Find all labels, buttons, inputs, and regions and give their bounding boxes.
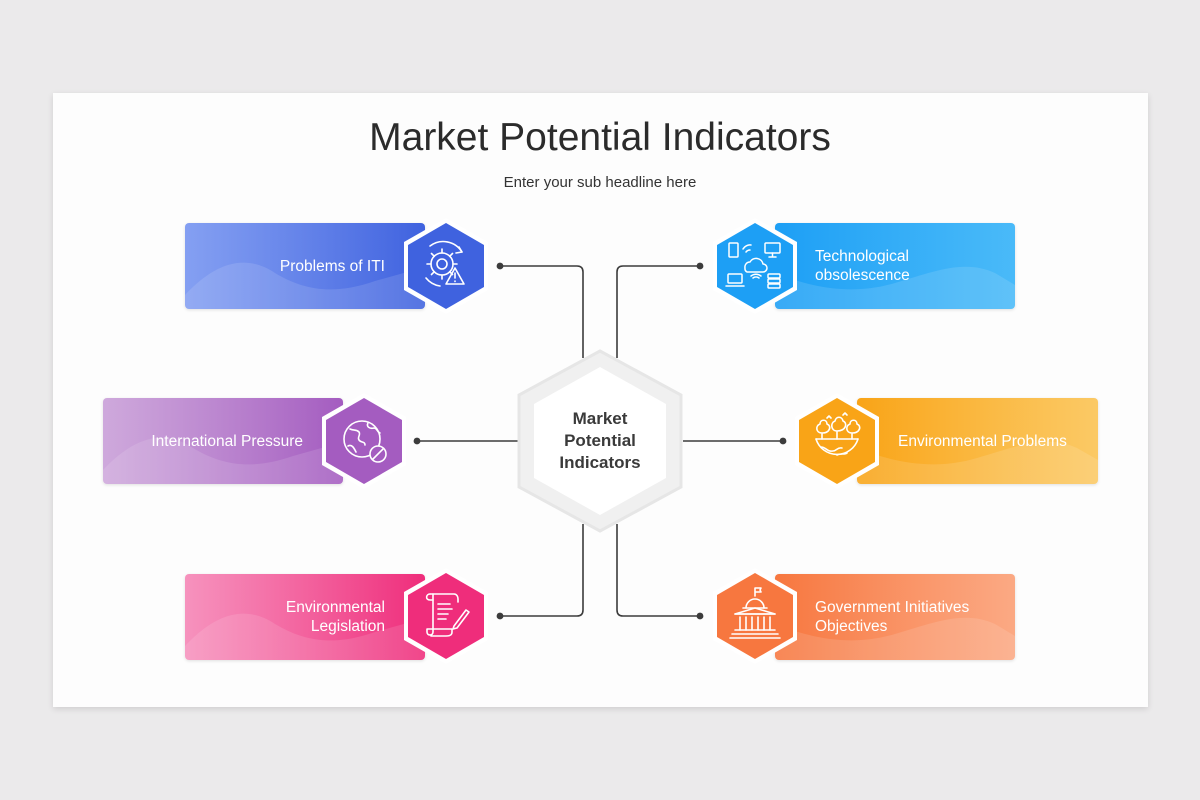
government-building-icon bbox=[713, 568, 797, 664]
center-label-line: Potential bbox=[564, 431, 636, 450]
connector-dot-4 bbox=[779, 437, 787, 445]
indicator-card-environmental-legislation: Environmental Legislation bbox=[185, 574, 425, 660]
card-wave-decoration bbox=[857, 398, 1098, 484]
gear-warning-icon bbox=[404, 218, 488, 314]
indicator-card-international-pressure: International Pressure bbox=[103, 398, 343, 484]
card-wave-decoration bbox=[185, 574, 425, 660]
card-label-line: Environmental Problems bbox=[898, 432, 1067, 450]
page-subtitle: Enter your sub headline here bbox=[503, 174, 697, 191]
card-wave-decoration bbox=[775, 223, 1015, 309]
card-wave-decoration bbox=[185, 223, 425, 309]
card-label: Problems of ITI bbox=[185, 223, 385, 309]
card-wave-decoration bbox=[103, 398, 343, 484]
document-pen-icon bbox=[404, 568, 488, 664]
card-label-line: Technological bbox=[815, 248, 909, 265]
card-label: Environmental Problems bbox=[898, 398, 1093, 484]
indicator-card-environmental-problems: Environmental Problems bbox=[857, 398, 1098, 484]
connector-dot-2 bbox=[696, 262, 704, 270]
center-label-line: Market bbox=[572, 409, 628, 428]
card-label-line: Government Initiatives bbox=[815, 599, 970, 616]
card-label-line: Environmental bbox=[285, 599, 385, 616]
globe-block-icon bbox=[322, 393, 406, 489]
card-label: Government Initiatives Objectives bbox=[815, 574, 1010, 660]
earth-trees-icon bbox=[795, 393, 879, 489]
page-title: Market Potential Indicators bbox=[369, 116, 831, 159]
card-label: Technological obsolescence bbox=[815, 223, 1005, 309]
connector-6 bbox=[616, 524, 700, 617]
indicator-card-government-initiatives: Government Initiatives Objectives bbox=[775, 574, 1015, 660]
card-label-line: Objectives bbox=[815, 618, 888, 635]
indicator-card-problems-of-iti: Problems of ITI bbox=[185, 223, 425, 309]
connector-1 bbox=[500, 265, 584, 358]
indicator-card-technological-obsolescence: Technological obsolescence bbox=[775, 223, 1015, 309]
connector-dot-3 bbox=[413, 437, 421, 445]
connector-dot-6 bbox=[696, 612, 704, 620]
card-label-line: Legislation bbox=[310, 618, 385, 635]
center-label-line: Indicators bbox=[559, 453, 641, 472]
connector-2 bbox=[616, 265, 700, 358]
card-label-line: Problems of ITI bbox=[279, 257, 385, 275]
network-devices-icon bbox=[713, 218, 797, 314]
connector-dot-1 bbox=[496, 262, 504, 270]
center-label: Market Potential Indicators bbox=[530, 408, 670, 474]
connector-dot-5 bbox=[496, 612, 504, 620]
card-label-line: obsolescence bbox=[815, 267, 910, 284]
card-label-line: International Pressure bbox=[151, 432, 303, 450]
card-wave-decoration bbox=[775, 574, 1015, 660]
card-label: International Pressure bbox=[103, 398, 303, 484]
card-label: Environmental Legislation bbox=[185, 574, 385, 660]
connector-5 bbox=[500, 524, 584, 617]
center-hexagon bbox=[517, 349, 683, 533]
